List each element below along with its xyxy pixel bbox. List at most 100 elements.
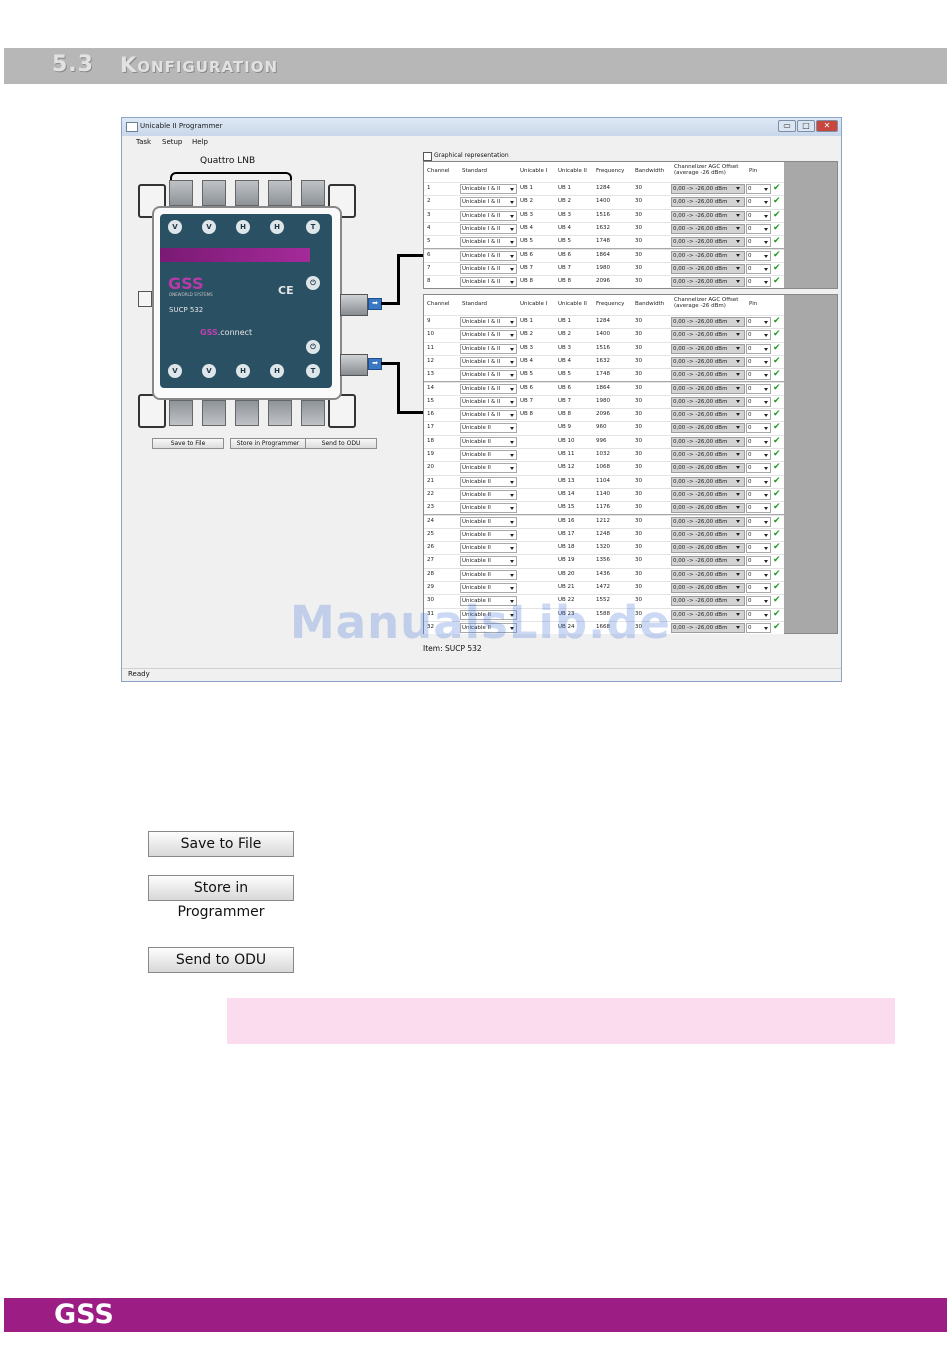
agc-offset-dropdown[interactable]: 0,00 -> -26,00 dBm — [671, 237, 745, 248]
pin-dropdown[interactable]: 0 — [746, 622, 771, 633]
standard-dropdown[interactable]: Unicable II — [460, 596, 517, 607]
agc-offset-dropdown[interactable]: 0,00 -> -26,00 dBm — [671, 556, 745, 567]
pin-dropdown[interactable]: 0 — [746, 396, 771, 407]
pin-dropdown[interactable]: 0 — [746, 210, 771, 221]
agc-offset-dropdown[interactable]: 0,00 -> -26,00 dBm — [671, 210, 745, 221]
standard-dropdown[interactable]: Unicable II — [460, 622, 517, 633]
store-in-programmer-button-small[interactable]: Store in Programmer — [230, 438, 306, 449]
agc-offset-dropdown[interactable]: 0,00 -> -26,00 dBm — [671, 197, 745, 208]
maximize-button[interactable]: □ — [797, 120, 815, 132]
standard-dropdown[interactable]: Unicable II — [460, 583, 517, 593]
agc-offset-dropdown[interactable]: 0,00 -> -26,00 dBm — [671, 277, 745, 288]
pin-dropdown[interactable]: 0 — [746, 609, 771, 620]
agc-offset-dropdown[interactable]: 0,00 -> -26,00 dBm — [671, 529, 745, 540]
agc-offset-dropdown[interactable]: 0,00 -> -26,00 dBm — [671, 543, 745, 554]
pin-dropdown[interactable]: 0 — [746, 370, 771, 381]
pin-dropdown[interactable]: 0 — [746, 330, 771, 341]
standard-dropdown[interactable]: Unicable I & II — [460, 263, 517, 274]
pin-dropdown[interactable]: 0 — [746, 489, 771, 500]
pin-dropdown[interactable]: 0 — [746, 583, 771, 593]
standard-dropdown[interactable]: Unicable II — [460, 609, 517, 620]
standard-dropdown[interactable]: Unicable I & II — [460, 237, 517, 248]
standard-dropdown[interactable]: Unicable II — [460, 463, 517, 474]
pin-dropdown[interactable]: 0 — [746, 223, 771, 234]
standard-dropdown[interactable]: Unicable II — [460, 476, 517, 487]
pin-dropdown[interactable]: 0 — [746, 543, 771, 554]
pin-dropdown[interactable]: 0 — [746, 184, 771, 194]
pin-dropdown[interactable]: 0 — [746, 516, 771, 527]
standard-dropdown[interactable]: Unicable I & II — [460, 317, 517, 327]
agc-offset-dropdown[interactable]: 0,00 -> -26,00 dBm — [671, 516, 745, 527]
standard-dropdown[interactable]: Unicable II — [460, 489, 517, 500]
standard-dropdown[interactable]: Unicable I & II — [460, 277, 517, 288]
standard-dropdown[interactable]: Unicable II — [460, 556, 517, 567]
pin-dropdown[interactable]: 0 — [746, 343, 771, 354]
agc-offset-dropdown[interactable]: 0,00 -> -26,00 dBm — [671, 263, 745, 274]
standard-dropdown[interactable]: Unicable II — [460, 543, 517, 554]
pin-dropdown[interactable]: 0 — [746, 436, 771, 447]
standard-dropdown[interactable]: Unicable I & II — [460, 197, 517, 208]
arrow-right-icon-upper[interactable]: ➡ — [368, 298, 382, 310]
pin-dropdown[interactable]: 0 — [746, 423, 771, 434]
standard-dropdown[interactable]: Unicable I & II — [460, 223, 517, 234]
agc-offset-dropdown[interactable]: 0,00 -> -26,00 dBm — [671, 343, 745, 354]
menu-task[interactable]: Task — [136, 138, 152, 146]
save-to-file-button[interactable]: Save to File — [148, 831, 294, 857]
agc-offset-dropdown[interactable]: 0,00 -> -26,00 dBm — [671, 410, 745, 421]
pin-dropdown[interactable]: 0 — [746, 410, 771, 421]
agc-offset-dropdown[interactable]: 0,00 -> -26,00 dBm — [671, 250, 745, 261]
agc-offset-dropdown[interactable]: 0,00 -> -26,00 dBm — [671, 317, 745, 327]
standard-dropdown[interactable]: Unicable II — [460, 516, 517, 527]
standard-dropdown[interactable]: Unicable I & II — [460, 184, 517, 194]
pin-dropdown[interactable]: 0 — [746, 197, 771, 208]
pin-dropdown[interactable]: 0 — [746, 250, 771, 261]
pin-dropdown[interactable]: 0 — [746, 356, 771, 367]
agc-offset-dropdown[interactable]: 0,00 -> -26,00 dBm — [671, 370, 745, 381]
pin-dropdown[interactable]: 0 — [746, 596, 771, 607]
send-to-odu-button[interactable]: Send to ODU — [148, 947, 294, 973]
menu-help[interactable]: Help — [192, 138, 208, 146]
agc-offset-dropdown[interactable]: 0,00 -> -26,00 dBm — [671, 423, 745, 434]
save-to-file-button-small[interactable]: Save to File — [152, 438, 224, 449]
pin-dropdown[interactable]: 0 — [746, 317, 771, 327]
pin-dropdown[interactable]: 0 — [746, 450, 771, 460]
menu-setup[interactable]: Setup — [162, 138, 183, 146]
pin-dropdown[interactable]: 0 — [746, 263, 771, 274]
agc-offset-dropdown[interactable]: 0,00 -> -26,00 dBm — [671, 436, 745, 447]
standard-dropdown[interactable]: Unicable I & II — [460, 383, 517, 394]
pin-dropdown[interactable]: 0 — [746, 383, 771, 394]
agc-offset-dropdown[interactable]: 0,00 -> -26,00 dBm — [671, 330, 745, 341]
agc-offset-dropdown[interactable]: 0,00 -> -26,00 dBm — [671, 184, 745, 194]
agc-offset-dropdown[interactable]: 0,00 -> -26,00 dBm — [671, 503, 745, 514]
close-button[interactable]: ✕ — [816, 120, 838, 132]
pin-dropdown[interactable]: 0 — [746, 569, 771, 580]
standard-dropdown[interactable]: Unicable I & II — [460, 410, 517, 421]
agc-offset-dropdown[interactable]: 0,00 -> -26,00 dBm — [671, 223, 745, 234]
agc-offset-dropdown[interactable]: 0,00 -> -26,00 dBm — [671, 489, 745, 500]
store-in-programmer-button[interactable]: Store in Programmer — [148, 875, 294, 920]
pin-dropdown[interactable]: 0 — [746, 237, 771, 248]
standard-dropdown[interactable]: Unicable I & II — [460, 343, 517, 354]
standard-dropdown[interactable]: Unicable I & II — [460, 396, 517, 407]
agc-offset-dropdown[interactable]: 0,00 -> -26,00 dBm — [671, 396, 745, 407]
agc-offset-dropdown[interactable]: 0,00 -> -26,00 dBm — [671, 583, 745, 593]
standard-dropdown[interactable]: Unicable II — [460, 436, 517, 447]
send-to-odu-button-small[interactable]: Send to ODU — [305, 438, 377, 449]
agc-offset-dropdown[interactable]: 0,00 -> -26,00 dBm — [671, 622, 745, 633]
minimize-button[interactable]: ▭ — [778, 120, 796, 132]
standard-dropdown[interactable]: Unicable II — [460, 503, 517, 514]
agc-offset-dropdown[interactable]: 0,00 -> -26,00 dBm — [671, 450, 745, 460]
pin-dropdown[interactable]: 0 — [746, 503, 771, 514]
agc-offset-dropdown[interactable]: 0,00 -> -26,00 dBm — [671, 596, 745, 607]
agc-offset-dropdown[interactable]: 0,00 -> -26,00 dBm — [671, 356, 745, 367]
pin-dropdown[interactable]: 0 — [746, 277, 771, 288]
standard-dropdown[interactable]: Unicable I & II — [460, 250, 517, 261]
standard-dropdown[interactable]: Unicable I & II — [460, 370, 517, 381]
agc-offset-dropdown[interactable]: 0,00 -> -26,00 dBm — [671, 476, 745, 487]
pin-dropdown[interactable]: 0 — [746, 529, 771, 540]
agc-offset-dropdown[interactable]: 0,00 -> -26,00 dBm — [671, 463, 745, 474]
pin-dropdown[interactable]: 0 — [746, 476, 771, 487]
pin-dropdown[interactable]: 0 — [746, 556, 771, 567]
standard-dropdown[interactable]: Unicable I & II — [460, 356, 517, 367]
graphical-representation-checkbox[interactable] — [423, 152, 432, 161]
